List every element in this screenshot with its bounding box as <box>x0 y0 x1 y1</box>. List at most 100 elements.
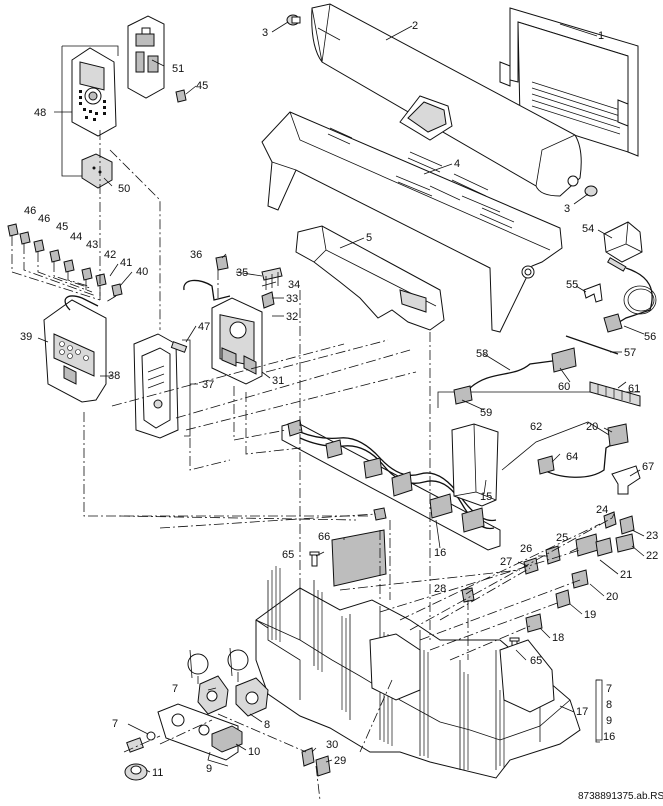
label-29: 29 <box>334 755 346 767</box>
label-24: 24 <box>596 504 608 516</box>
label-27: 27 <box>500 556 512 568</box>
part-17-base-housing <box>255 566 581 779</box>
label-62: 62 <box>530 421 542 433</box>
label-37: 37 <box>202 379 214 391</box>
label-30: 30 <box>326 739 338 751</box>
label-32: 32 <box>286 311 298 323</box>
part-7-8-valve-assembly <box>187 647 269 717</box>
label-15: 15 <box>480 491 492 503</box>
part-61-strip <box>589 381 641 407</box>
part-66-plate <box>331 529 387 587</box>
part-56-sensor-cable <box>603 257 657 333</box>
label-10: 10 <box>248 746 260 758</box>
part-31-electronics-board <box>183 279 263 385</box>
small-connectors-40-46 <box>7 223 123 303</box>
part-4-top-panel <box>261 111 563 333</box>
label-2: 2 <box>412 20 418 32</box>
label-21: 21 <box>620 569 632 581</box>
part-2-top-cover <box>311 3 582 197</box>
label-4: 4 <box>454 158 460 170</box>
label-28: 28 <box>434 583 446 595</box>
label-22: 22 <box>646 550 658 562</box>
part-15-panel <box>451 423 499 507</box>
label-60: 60 <box>558 381 570 393</box>
part-65-screw-left <box>309 551 320 567</box>
label-59: 59 <box>480 407 492 419</box>
label-18: 18 <box>552 632 564 644</box>
leader-lines <box>37 21 645 773</box>
label-26: 26 <box>520 543 532 555</box>
part-57-rod <box>565 335 619 355</box>
group-17-item-8: 8 <box>606 699 612 711</box>
part-32-33-34-connectors <box>261 267 283 309</box>
part-16-wiring-harness <box>281 419 501 551</box>
label-47: 47 <box>198 321 210 333</box>
part-55-bracket <box>583 283 603 303</box>
label-45-top: 45 <box>196 80 208 92</box>
label-38: 38 <box>108 370 120 382</box>
group-17-item-9: 9 <box>606 715 612 727</box>
part-58-cable-set <box>437 347 640 408</box>
part-47-fuse <box>170 341 188 353</box>
part-51-cover-plate <box>127 15 165 99</box>
label-50: 50 <box>118 183 130 195</box>
label-19: 19 <box>584 609 596 621</box>
label-51: 51 <box>172 63 184 75</box>
label-3-top: 3 <box>262 27 268 39</box>
label-56: 56 <box>644 331 656 343</box>
label-1: 1 <box>598 30 604 42</box>
part-48-control-unit <box>61 45 119 177</box>
label-17: 17 <box>576 706 588 718</box>
part-50-circuit-board <box>81 153 113 189</box>
label-64: 64 <box>566 451 578 463</box>
label-46-upper: 46 <box>24 205 36 217</box>
part-5-inner-cover <box>295 225 445 331</box>
part-67-clip <box>611 465 641 495</box>
part-10-connector <box>211 725 243 753</box>
label-31: 31 <box>272 375 284 387</box>
label-48: 48 <box>34 107 46 119</box>
label-61: 61 <box>628 383 640 395</box>
label-7-lower: 7 <box>112 718 118 730</box>
label-34: 34 <box>288 279 300 291</box>
label-9: 9 <box>206 763 212 775</box>
label-3-bottom: 3 <box>564 203 570 215</box>
label-16: 16 <box>434 547 446 559</box>
part-45-connector-top <box>175 89 187 103</box>
label-55: 55 <box>566 279 578 291</box>
label-67: 67 <box>642 461 654 473</box>
label-33: 33 <box>286 293 298 305</box>
part-17-group-list: 7 8 9 16 <box>595 679 615 743</box>
part-11-knob <box>124 763 148 781</box>
label-58: 58 <box>476 348 488 360</box>
label-65-left: 65 <box>282 549 294 561</box>
label-35: 35 <box>236 267 248 279</box>
part-39-control-module <box>43 295 107 403</box>
label-66: 66 <box>318 531 330 543</box>
part-3-screw-top <box>286 14 301 26</box>
label-20-lower: 20 <box>606 591 618 603</box>
label-23: 23 <box>646 530 658 542</box>
label-54: 54 <box>582 223 594 235</box>
label-41: 41 <box>120 257 132 269</box>
label-5: 5 <box>366 232 372 244</box>
part-38-front-panel <box>133 333 191 439</box>
part-number-labels: 1 2 3 3 4 5 7 7 8 9 10 11 15 16 17 18 19… <box>20 20 658 779</box>
label-57: 57 <box>624 347 636 359</box>
group-17-item-7: 7 <box>606 683 612 695</box>
drawing-code: 8738891375.ab.RS <box>578 791 663 802</box>
part-62-cable <box>501 421 629 478</box>
label-43: 43 <box>86 239 98 251</box>
label-45-left: 45 <box>56 221 68 233</box>
label-11: 11 <box>152 767 163 779</box>
part-54-cap <box>603 221 643 263</box>
label-7-upper: 7 <box>172 683 178 695</box>
assembly-lines <box>83 130 613 801</box>
label-44: 44 <box>70 231 82 243</box>
part-36-connector <box>215 255 229 271</box>
label-25: 25 <box>556 532 568 544</box>
label-42: 42 <box>104 249 116 261</box>
label-65-right: 65 <box>530 655 542 667</box>
